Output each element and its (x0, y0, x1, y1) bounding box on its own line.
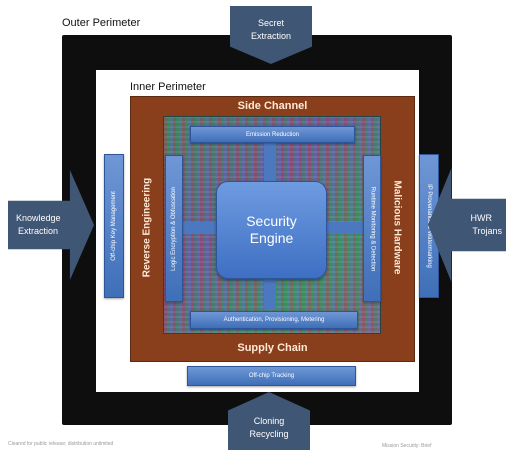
connector-bottom (264, 276, 276, 310)
off-chip-key-bar: Off-chip Key Management (104, 154, 124, 298)
malicious-hardware-label: Malicious Hardware (391, 180, 403, 275)
off-chip-key-text: Off-chip Key Management (111, 191, 117, 261)
hwr-trojans-line2: Trojans (472, 226, 502, 236)
outer-perimeter-label: Outer Perimeter (62, 17, 141, 29)
reverse-engineering-label: Reverse Engineering (141, 177, 153, 278)
secret-extraction-line1: Secret (257, 18, 284, 28)
hwr-trojans-line1: HWR (470, 213, 493, 223)
authentication-bar: Authentication, Provisioning, Metering (190, 311, 358, 329)
knowledge-extraction-line2: Extraction (18, 226, 59, 236)
inner-perimeter-label: Inner Perimeter (130, 81, 206, 93)
emission-reduction-text: Emission Reduction (245, 131, 300, 138)
emission-reduction-bar: Emission Reduction (190, 126, 355, 143)
runtime-monitoring-bar: Runtime Monitoring & Detection (363, 155, 381, 302)
footnote-right: Mission Security: Brief (382, 443, 432, 449)
knowledge-extraction-line1: Knowledge (16, 213, 61, 223)
cloning-recycling-line2: Recycling (249, 429, 289, 439)
runtime-monitoring-text: Runtime Monitoring & Detection (369, 186, 375, 271)
secret-extraction-line2: Extraction (250, 31, 292, 41)
supply-chain-label: Supply Chain (237, 342, 308, 354)
off-chip-tracking-bar: Off-chip Tracking (187, 366, 356, 386)
footnote-left: Cleared for public release; distribution… (8, 441, 114, 447)
side-channel-label: Side Channel (237, 100, 308, 112)
security-engine-line2: Engine (249, 230, 294, 246)
off-chip-tracking-text: Off-chip Tracking (248, 373, 295, 379)
authentication-text: Authentication, Provisioning, Metering (223, 317, 325, 323)
security-engine: Security Engine (216, 181, 327, 279)
connector-right (324, 222, 364, 234)
connector-left (180, 222, 217, 234)
cloning-recycling-line1: Cloning (253, 416, 285, 426)
security-engine-line1: Security (246, 213, 297, 229)
logic-encryption-bar: Logic Encryption & Obfuscation (165, 155, 183, 302)
connector-top (264, 140, 276, 182)
logic-encryption-text: Logic Encryption & Obfuscation (171, 186, 177, 271)
